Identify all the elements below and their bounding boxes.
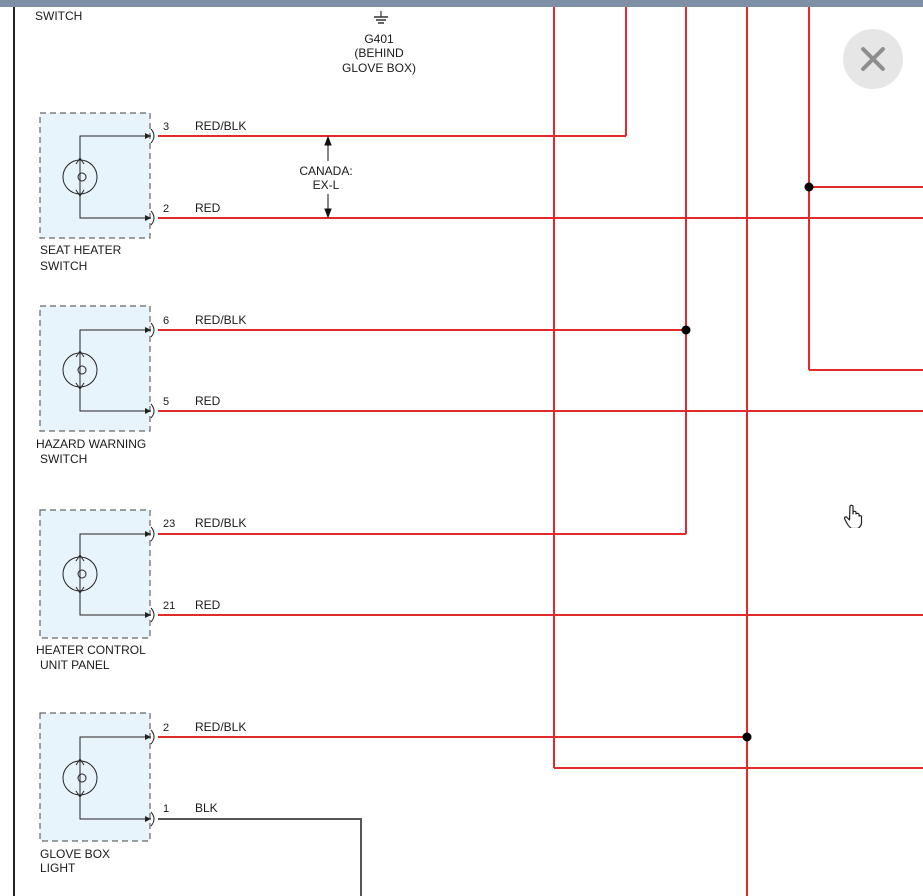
wire-color-label: RED (195, 394, 221, 408)
component-name-line1: HEATER CONTROL (36, 643, 146, 657)
wire-color-label: RED (195, 598, 221, 612)
pin-number: 2 (163, 203, 169, 215)
pin-number: 2 (163, 722, 169, 734)
close-button[interactable] (843, 29, 903, 89)
component-name-line2: LIGHT (40, 861, 76, 875)
component-glove-box-light: 2 RED/BLK 1 BLK GLOVE BOX LIGHT (39, 712, 246, 875)
wire-color-label: RED (195, 201, 221, 215)
pin-number: 1 (163, 803, 169, 815)
canada-note-arrows (324, 135, 332, 219)
canada-note-line1: CANADA: (299, 164, 352, 178)
component-name-line2: UNIT PANEL (40, 658, 110, 672)
switch-partial-label: SWITCH (35, 9, 82, 23)
wire-color-label: RED/BLK (195, 119, 246, 133)
splice-dot (742, 732, 752, 742)
component-seat-heater-switch: 3 RED/BLK 2 RED SEAT HEATER SWITCH (39, 112, 246, 273)
wire-color-label: RED/BLK (195, 313, 246, 327)
ground-symbol-icon (374, 11, 388, 24)
component-hazard-warning-switch: 6 RED/BLK 5 RED HAZARD WARNING SWITCH (36, 305, 246, 466)
pin-number: 3 (163, 121, 169, 133)
ground-label-line3: GLOVE BOX) (342, 61, 416, 75)
red-wiring (158, 7, 923, 896)
component-heater-control-unit-panel: 23 RED/BLK 21 RED HEATER CONTROL UNIT PA… (36, 509, 246, 672)
wire-color-label: RED/BLK (195, 720, 246, 734)
pin-number: 23 (163, 518, 175, 530)
ground-label-line2: (BEHIND (354, 46, 404, 60)
wire-color-label: BLK (195, 801, 218, 815)
wire-color-label: RED/BLK (195, 516, 246, 530)
component-name-line2: SWITCH (40, 452, 87, 466)
component-name-line1: GLOVE BOX (40, 847, 110, 861)
component-name-line1: HAZARD WARNING (36, 437, 146, 451)
wire-glovebox-pin1-blk (158, 818, 362, 896)
canada-note-line2: EX-L (313, 178, 340, 192)
hand-pointer-icon (843, 504, 863, 528)
ground-label-line1: G401 (364, 32, 394, 46)
splice-dot (804, 182, 814, 192)
pin-number: 5 (163, 396, 169, 408)
splice-dot (681, 325, 691, 335)
pin-number: 21 (163, 600, 175, 612)
pin-number: 6 (163, 315, 169, 327)
window-top-border (0, 0, 923, 7)
component-name-line2: SWITCH (40, 259, 87, 273)
component-name-line1: SEAT HEATER (40, 243, 122, 257)
